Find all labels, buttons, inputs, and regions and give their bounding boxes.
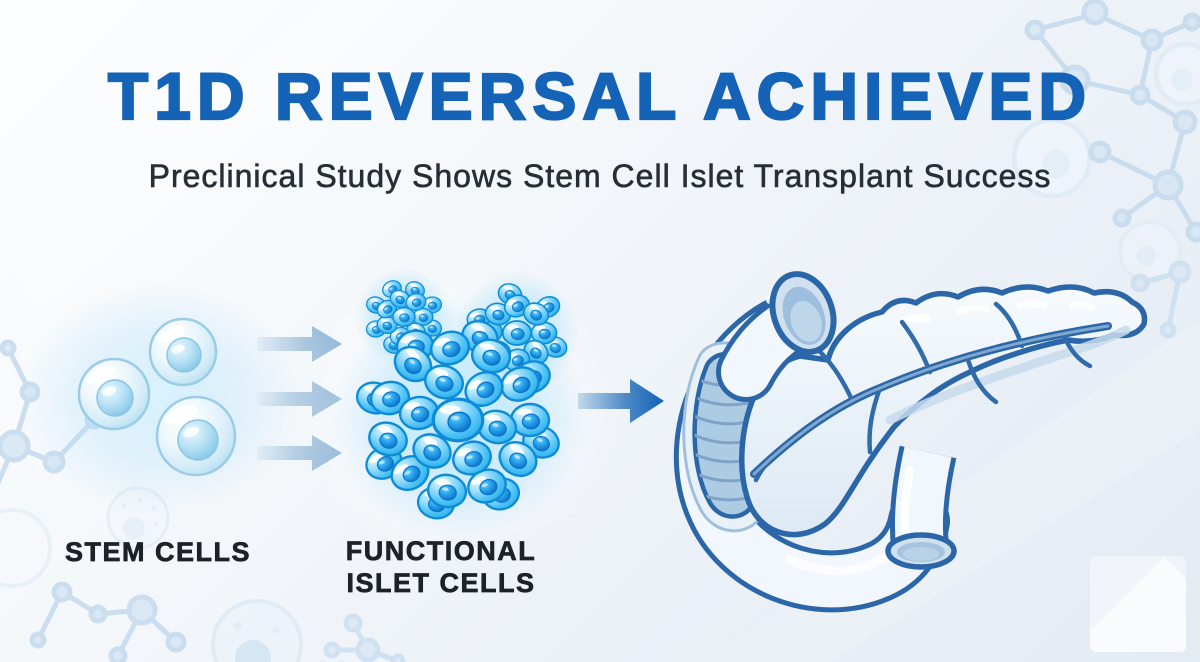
page-title: T1D REVERSAL ACHIEVED [107, 59, 1093, 133]
pancreatic-duct [750, 301, 1112, 483]
stem-cell [155, 395, 237, 477]
islet-cells-illustration [288, 255, 628, 565]
transplant-arrow [578, 379, 664, 423]
functional-islet-label-line1: FUNCTIONAL [345, 536, 537, 567]
duodenum-opening-top [769, 271, 837, 355]
stem-cells-label: STEM CELLS [64, 537, 251, 568]
duodenum-opening-bottom [885, 532, 957, 570]
page-subtitle: Preclinical Study Shows Stem Cell Islet … [148, 158, 1052, 195]
stem-cell [77, 357, 151, 431]
functional-islet-cells-label: FUNCTIONAL ISLET CELLS [321, 535, 561, 599]
functional-islet-label-line2: ISLET CELLS [346, 568, 536, 599]
stem-cell [148, 317, 218, 387]
stem-cells-illustration [20, 283, 300, 513]
pancreas-illustration [673, 271, 1148, 613]
watermark [1090, 556, 1186, 652]
